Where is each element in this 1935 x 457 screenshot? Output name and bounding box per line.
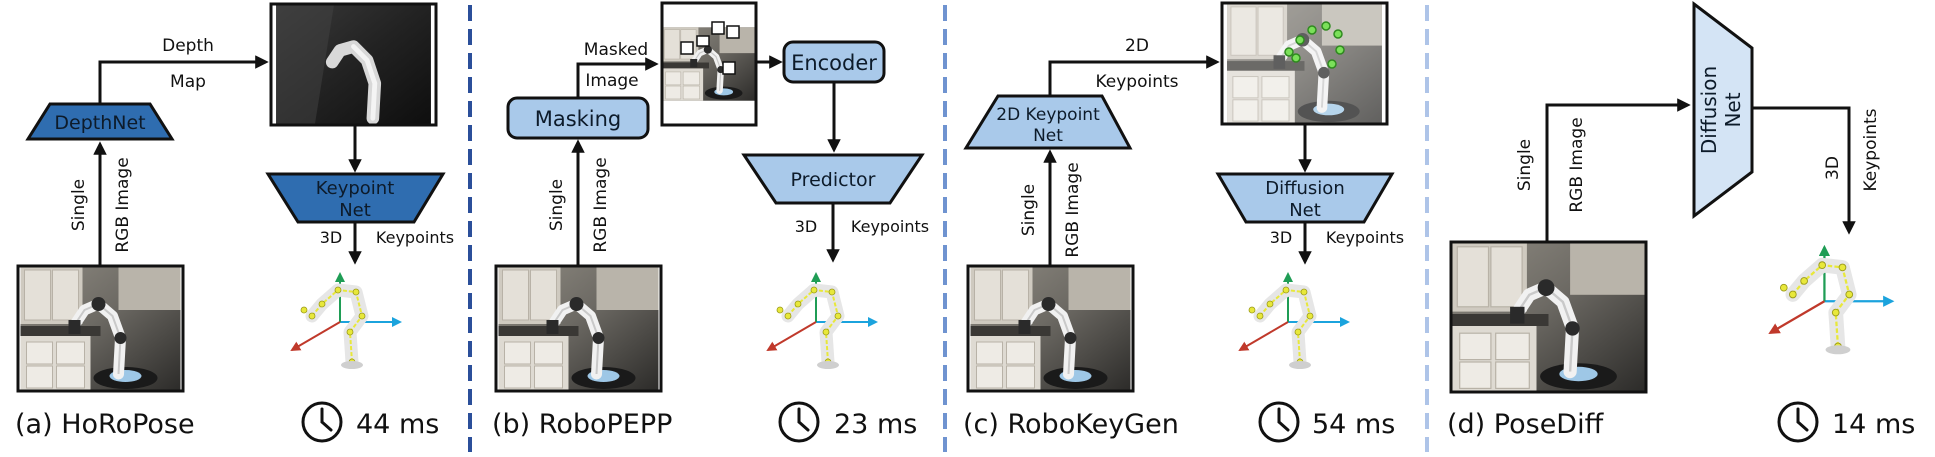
block-keypoint-net-label-1: Keypoint <box>316 178 395 199</box>
input-image <box>971 266 1131 391</box>
edge-label-keypoints: Keypoints <box>1095 72 1178 92</box>
edge-label-single: Single <box>69 179 89 231</box>
edge-label-map: Map <box>170 72 206 92</box>
edge-label-masked: Masked <box>584 40 648 60</box>
input-image <box>499 266 659 391</box>
keypoints-3d-output <box>1240 274 1348 369</box>
inference-time: 54 ms <box>1312 409 1395 440</box>
edge-label-3d: 3D <box>1823 156 1843 180</box>
caption: (d) PoseDiff <box>1447 409 1605 440</box>
input-image <box>1453 242 1645 392</box>
arrow-input <box>1545 98 1691 242</box>
inference-time: 23 ms <box>834 409 917 440</box>
block-diffusion-net-label-2: Net <box>1721 92 1745 127</box>
block-2d-keypoint-net <box>963 94 1133 150</box>
block-predictor-label: Predictor <box>791 169 876 191</box>
caption: (a) HoRoPose <box>15 409 195 440</box>
clock-icon <box>1258 401 1300 443</box>
arrow-masked-image <box>576 57 659 98</box>
block-encoder-label: Encoder <box>791 51 877 75</box>
arrow-depth <box>98 55 269 104</box>
edge-label-rgb-image: RGB Image <box>1567 117 1587 212</box>
edge-label-single: Single <box>547 179 567 231</box>
clock-icon <box>778 401 820 443</box>
edge-label-keypoints: Keypoints <box>851 217 929 236</box>
keypoints-3d-output <box>768 274 876 369</box>
edge-label-single: Single <box>1019 184 1039 236</box>
block-diffusion-net-label-1: Diffusion <box>1697 66 1721 154</box>
edge-label-depth: Depth <box>162 36 214 56</box>
block-keypoint-net <box>265 172 446 224</box>
depth-map-image <box>276 4 431 125</box>
arrow-2d-keypoints <box>1048 55 1220 96</box>
caption: (b) RoboPEPP <box>492 409 672 440</box>
edge-label-keypoints: Keypoints <box>376 228 454 247</box>
block-2d-keypoint-net-label-2: Net <box>1033 126 1063 146</box>
block-predictor <box>741 153 925 205</box>
block-diffusion-net <box>1692 0 1754 220</box>
keypoints-3d-output <box>1770 247 1892 354</box>
edge-label-3d: 3D <box>795 217 818 236</box>
arrow-output <box>1752 106 1856 235</box>
clock-icon <box>1777 401 1819 443</box>
block-depthnet-label: DepthNet <box>54 112 145 134</box>
edge-label-3d: 3D <box>1270 228 1293 247</box>
caption: (c) RoboKeyGen <box>963 409 1179 440</box>
block-2d-keypoint-net-label-1: 2D Keypoint <box>996 105 1100 125</box>
inference-time: 14 ms <box>1832 409 1915 440</box>
block-masking-label: Masking <box>535 107 622 131</box>
panel-posediff: Single RGB Image Diffusion Net 3D Keypoi… <box>1447 0 1915 443</box>
block-diffusion-net <box>1215 172 1395 224</box>
edge-label-3d: 3D <box>320 228 343 247</box>
inference-time: 44 ms <box>356 409 439 440</box>
edge-label-rgb-image: RGB Image <box>113 157 133 252</box>
panel-robopepp: Single RGB Image Masking Masked Image En… <box>492 1 929 443</box>
mask-patches <box>680 21 740 75</box>
edge-label-keypoints-out: Keypoints <box>1326 228 1404 247</box>
edge-label-keypoints: Keypoints <box>1861 108 1881 191</box>
edge-label-2d: 2D <box>1125 36 1149 56</box>
panel-horopose: Single RGB Image DepthNet Depth Map Keyp… <box>15 2 454 443</box>
input-image <box>21 266 181 391</box>
panel-robokeygen: Single RGB Image 2D Keypoint Net 2D Keyp… <box>963 1 1404 443</box>
edge-label-rgb-image: RGB Image <box>1063 162 1083 257</box>
block-depthnet <box>25 102 175 141</box>
edge-label-image: Image <box>585 71 638 91</box>
clock-icon <box>301 401 343 443</box>
block-keypoint-net-label-2: Net <box>339 200 371 221</box>
2d-keypoint-markers <box>1284 21 1345 69</box>
keypoints-3d-output <box>292 274 400 369</box>
edge-label-rgb-image: RGB Image <box>591 157 611 252</box>
edge-label-single: Single <box>1515 139 1535 191</box>
block-diffusion-net-label-2: Net <box>1289 200 1321 221</box>
block-diffusion-net-label-1: Diffusion <box>1265 178 1344 199</box>
